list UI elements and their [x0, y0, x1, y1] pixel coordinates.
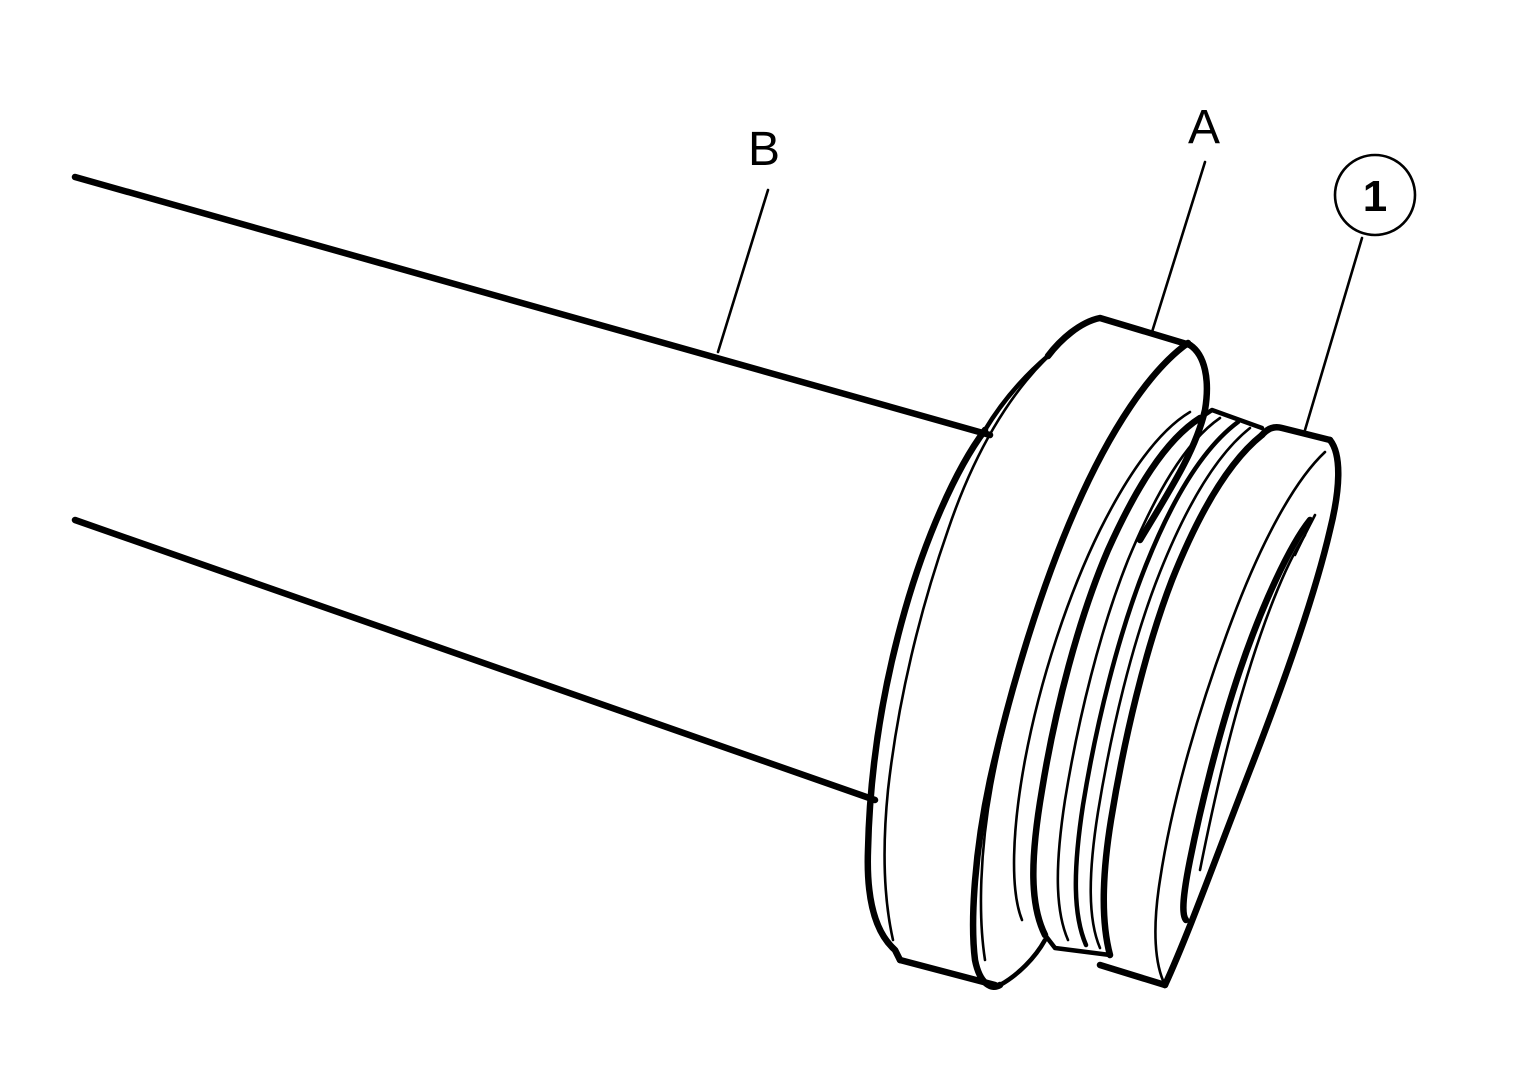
- thread-bottom-crest: [1042, 932, 1113, 958]
- leader-a: [1150, 160, 1207, 334]
- pipe-bottom-edge: [71, 516, 879, 804]
- part-1: [1096, 424, 1342, 989]
- callout-1-number: 1: [1363, 172, 1387, 221]
- thread-line-3: [1073, 419, 1241, 948]
- thread-line-4: [1089, 426, 1252, 950]
- nut-a-bottom-surface: [896, 956, 999, 989]
- label-a: A: [1188, 101, 1220, 154]
- nut-a-bore-rear: [997, 937, 1048, 988]
- part-1-bottom-surface: [1096, 961, 1169, 989]
- part-1-front-face: [1154, 450, 1327, 987]
- leader-b: [716, 188, 770, 354]
- nut-a-rim-inner: [979, 353, 1177, 962]
- part-1-bore-outer: [1180, 516, 1314, 924]
- flange-front-face: [864, 426, 989, 964]
- part-1-bore-inner: [1198, 533, 1307, 872]
- callout-1-circle: [1333, 153, 1417, 237]
- label-b: B: [748, 123, 780, 176]
- flange-inner-face: [883, 358, 1047, 942]
- callout-1: 1: [1333, 153, 1417, 237]
- pipe: [71, 173, 994, 804]
- pipe-top-edge: [71, 173, 994, 439]
- flange-top-lip: [982, 353, 1051, 433]
- thread-line-2: [1056, 416, 1222, 942]
- pipe-flange: [864, 353, 1051, 964]
- thread-line-1: [1030, 414, 1204, 939]
- part-1-bore-highlight: [1293, 513, 1317, 557]
- part-1-outer-rim: [1161, 436, 1342, 989]
- nut-a-top-surface: [1044, 314, 1194, 360]
- nut-a: [896, 314, 1211, 990]
- leader-1: [1303, 236, 1364, 432]
- part-1-top-surface: [1258, 424, 1334, 444]
- leaders: [716, 160, 1364, 432]
- thread-top-crest: [1197, 407, 1265, 431]
- thread-line-5: [1100, 431, 1266, 959]
- nut-a-front-rim: [969, 339, 1192, 990]
- thread-section: [1030, 407, 1266, 959]
- nut-a-bore-top: [1012, 410, 1192, 922]
